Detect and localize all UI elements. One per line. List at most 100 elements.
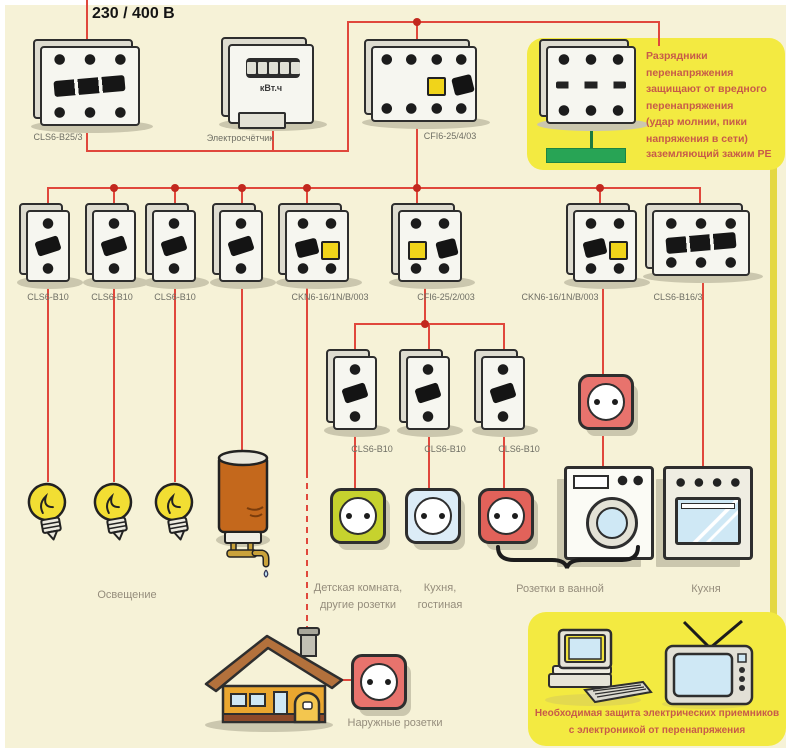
breaker-lever (34, 235, 62, 257)
device-label: CLS6-B10 (91, 292, 133, 302)
device-face (219, 210, 263, 282)
breaker-kitchen-3pole (643, 203, 763, 283)
breaker-lever (294, 237, 320, 259)
computer-icon (545, 628, 653, 706)
device-face (546, 46, 636, 124)
screws (289, 262, 345, 275)
tv-icon (662, 619, 754, 709)
wire-segment (602, 280, 604, 374)
main-rcd-4pole (362, 39, 490, 129)
screws (577, 217, 633, 230)
wire-segment (658, 21, 660, 46)
device-face (481, 356, 525, 430)
meter-digit (246, 62, 256, 74)
device-face: кВт.ч (228, 44, 314, 129)
breaker-lever (582, 237, 608, 259)
supply-voltage-label: 230 / 400 В (92, 5, 175, 22)
socket-bathroom (478, 488, 534, 544)
wire-segment (174, 280, 176, 482)
breaker-boiler (210, 203, 276, 289)
wire-segment (86, 150, 349, 152)
junction-dot (303, 184, 311, 192)
device-label: CLS6-B10 (27, 292, 69, 302)
breaker-lever (489, 382, 517, 404)
surge-box-line: (удар молнии, пики (646, 116, 747, 128)
device-face (26, 210, 70, 282)
rcbo-children-room (276, 203, 362, 289)
wire-segment (347, 21, 660, 23)
main-breaker-3pole (31, 39, 153, 133)
device-label: CLS6-B25/3 (33, 132, 83, 142)
screws (375, 102, 473, 115)
screws (223, 262, 259, 275)
light-bulb-icon (27, 482, 67, 541)
zone-label-lighting: Освещение (97, 589, 157, 601)
group-brace (496, 545, 640, 569)
rcd-lever (451, 73, 475, 97)
ground-wire (590, 124, 593, 151)
washing-machine-icon (564, 466, 654, 560)
screws (44, 106, 136, 119)
socket-children-room (330, 488, 386, 544)
screws (337, 363, 373, 376)
wire-segment (699, 187, 701, 212)
protection-box-line: Необходимая защита электрических приемни… (534, 708, 780, 719)
screws (337, 410, 373, 423)
screws (550, 53, 632, 66)
screws (402, 217, 458, 230)
vent-slots (555, 81, 627, 89)
meter-digit (290, 62, 300, 74)
screws (44, 53, 136, 66)
screws (375, 53, 473, 66)
yellow-connector-line (770, 160, 777, 618)
breaker-sockets-3 (472, 349, 538, 437)
breaker-lever (160, 235, 188, 257)
device-label: CKN6-16/1N/B/003 (521, 292, 599, 302)
zone-label-bathroom: Розетки в ванной (516, 583, 604, 595)
screws (402, 262, 458, 275)
device-face (285, 210, 349, 282)
wire-segment (503, 323, 505, 356)
screws (30, 262, 66, 275)
device-face (371, 46, 477, 122)
breaker-levers (53, 74, 127, 98)
wire-segment (113, 280, 115, 482)
wire-segment (347, 21, 349, 152)
meter-digit (257, 62, 267, 74)
main-bus-wire (47, 187, 701, 189)
zone-label-outdoor: Наружные розетки (347, 717, 443, 729)
wire-segment (416, 21, 418, 51)
wire-segment (354, 430, 356, 488)
wire-segment (86, 126, 88, 152)
device-face (333, 356, 377, 430)
rcbo-bathroom (564, 203, 650, 289)
breaker-lighting-3 (143, 203, 209, 289)
breaker-lighting-2 (83, 203, 149, 289)
socket-washing-machine (578, 374, 634, 430)
wire-segment (306, 187, 308, 212)
stove-knobs (670, 476, 746, 489)
screws (156, 217, 192, 230)
surge-box-text: Разрядники перенапряжения защищают от вр… (646, 48, 767, 147)
test-button (609, 241, 628, 260)
breaker-lever (435, 237, 459, 260)
oven-window (675, 497, 741, 545)
device-face (398, 210, 462, 282)
device-face (406, 356, 450, 430)
stove-icon (663, 466, 753, 560)
surge-arrester (537, 39, 649, 131)
wire-segment (86, 0, 88, 52)
surge-box-line: защищают от вредного (646, 83, 767, 95)
screws (156, 262, 192, 275)
surge-box-line: перенапряжения (646, 66, 734, 79)
breaker-lever (100, 235, 128, 257)
wire-segment (47, 280, 49, 482)
meter-digit (268, 62, 278, 74)
screws (485, 410, 521, 423)
screws (577, 262, 633, 275)
junction-dot (171, 184, 179, 192)
washer-door (586, 497, 638, 549)
meter-foot (238, 112, 286, 129)
screws (410, 363, 446, 376)
